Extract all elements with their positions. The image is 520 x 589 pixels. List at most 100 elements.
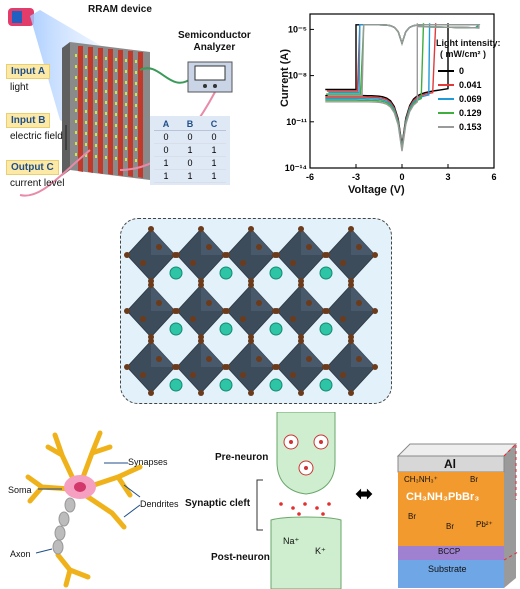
contact-dot <box>135 137 137 140</box>
contact-dot <box>115 113 117 116</box>
truth-table-cell: 1 <box>202 144 226 157</box>
ion-label: CH₃NH₃⁺ <box>404 475 438 484</box>
halide-atom <box>298 338 304 344</box>
br-label-2: Br <box>408 512 416 521</box>
contact-dot <box>115 91 117 94</box>
truth-table-cell: 1 <box>202 170 226 183</box>
halide-atom <box>156 244 162 250</box>
contact-dot <box>105 68 107 71</box>
contact-dot <box>95 122 97 125</box>
cation-atom <box>170 323 182 335</box>
truth-table-header: A <box>154 118 178 131</box>
halide-atom <box>224 252 230 258</box>
cation-atom <box>320 379 332 391</box>
halide-atom <box>148 226 154 232</box>
truth-table-header: C <box>202 118 226 131</box>
contact-dot <box>95 78 97 81</box>
contact-dot <box>105 156 107 159</box>
halide-atom <box>274 252 280 258</box>
halide-atom <box>174 308 180 314</box>
input-a-label: Input A <box>6 64 50 79</box>
legend-swatch <box>438 70 454 72</box>
contact-dot <box>75 98 77 101</box>
x-tick-label: -6 <box>306 172 314 182</box>
halide-atom <box>174 252 180 258</box>
truth-table-row: 000 <box>154 131 226 144</box>
halide-atom <box>348 338 354 344</box>
halide-atom <box>256 244 262 250</box>
cation-atom <box>220 267 232 279</box>
truth-table-cell: 0 <box>178 157 202 170</box>
contact-dot <box>105 79 107 82</box>
contact-dot <box>95 111 97 114</box>
cation-atom <box>220 323 232 335</box>
halide-atom <box>124 364 130 370</box>
light-source-icon <box>8 8 34 26</box>
legend-swatch <box>438 126 454 128</box>
device-stack: Al CH₃NH₃⁺ Br CH₃NH₃PbBr₃ Br Br Pb²⁺ BCC… <box>394 440 520 589</box>
halide-atom <box>256 356 262 362</box>
na-ion-label: Na⁺ <box>283 536 299 547</box>
halide-atom <box>356 356 362 362</box>
contact-dot <box>75 142 77 145</box>
nucleus-shape <box>74 482 86 492</box>
legend-swatch <box>438 98 454 100</box>
contact-dot <box>75 120 77 123</box>
soma-label: Soma <box>8 485 32 495</box>
halide-atom <box>156 300 162 306</box>
br-label-1: Br <box>470 475 478 484</box>
contact-dot <box>105 57 107 60</box>
contact-dot <box>135 60 137 63</box>
contact-dot <box>125 81 127 84</box>
contact-dot <box>115 80 117 83</box>
truth-table-cell: 1 <box>178 170 202 183</box>
truth-table-cell: 0 <box>202 131 226 144</box>
x-tick-label: 6 <box>491 172 496 182</box>
halide-atom <box>206 356 212 362</box>
contact-dot <box>125 125 127 128</box>
axon-label: Axon <box>10 549 31 559</box>
al-label: Al <box>444 457 456 471</box>
substrate-label: Substrate <box>428 564 467 574</box>
halide-atom <box>190 372 196 378</box>
halide-atom <box>198 226 204 232</box>
halide-atom <box>248 338 254 344</box>
y-axis-label: Current (A) <box>279 49 291 107</box>
contact-dot <box>105 145 107 148</box>
axon-shape <box>53 498 75 554</box>
contact-dot <box>115 135 117 138</box>
contact-dot <box>115 69 117 72</box>
contact-dot <box>135 104 137 107</box>
contact-dot <box>125 92 127 95</box>
cation-atom <box>320 323 332 335</box>
output-c-desc: current level <box>10 178 64 189</box>
contact-dot <box>105 134 107 137</box>
truth-table-cell: 1 <box>178 144 202 157</box>
crystal-structure <box>121 219 391 403</box>
contact-dot <box>85 55 87 58</box>
halide-atom <box>140 372 146 378</box>
legend-unit: ( mW/cm² ) <box>440 49 486 59</box>
halide-atom <box>148 338 154 344</box>
neuron-graphic <box>0 405 180 589</box>
contact-dot <box>125 59 127 62</box>
contact-dot <box>85 88 87 91</box>
pre-neuron-shape <box>277 412 335 494</box>
contact-dot <box>95 56 97 59</box>
halide-atom <box>156 356 162 362</box>
truth-table-cell: 0 <box>154 144 178 157</box>
contact-dot <box>95 155 97 158</box>
halide-atom <box>224 364 230 370</box>
neuron-diagram: Synapses Soma Dendrites Axon <box>0 405 180 589</box>
x-tick-label: 0 <box>399 172 404 182</box>
halide-atom <box>190 316 196 322</box>
halide-atom <box>148 390 154 396</box>
legend-title: Light intensity: <box>436 38 501 48</box>
input-b-desc: electric field <box>10 131 63 142</box>
y-tick-label: 10⁻⁵ <box>288 24 307 34</box>
truth-table-cell: 0 <box>178 131 202 144</box>
legend-label: 0.041 <box>459 80 482 90</box>
truth-table-cell: 1 <box>202 157 226 170</box>
halide-atom <box>290 316 296 322</box>
